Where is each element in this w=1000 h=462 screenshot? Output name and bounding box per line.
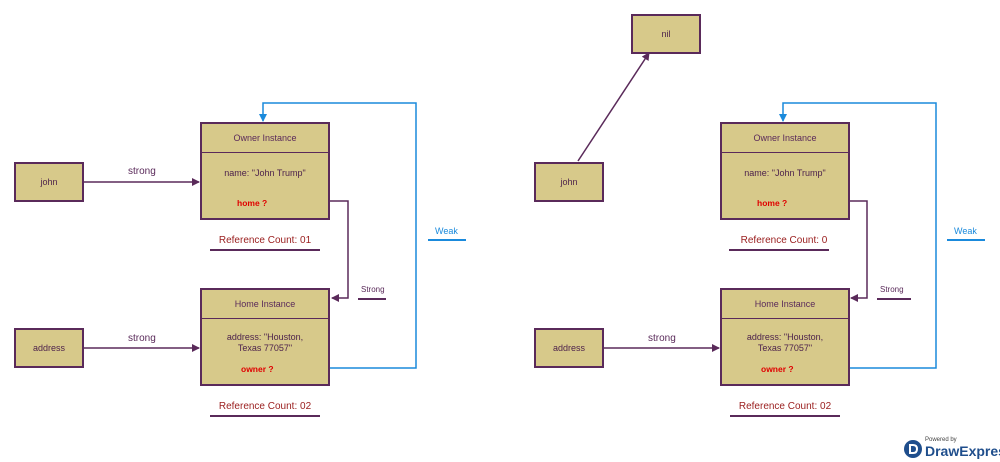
left-owner-home-property: home ?	[237, 198, 268, 208]
left-owner-refcount: Reference Count: 01	[218, 235, 312, 246]
left-owner-instance-box: Owner Instance name: "John Trump" home ?	[200, 122, 330, 220]
right-john-box: john	[534, 162, 604, 202]
right-home-refcount: Reference Count: 02	[738, 401, 832, 412]
left-home-refcount-underline	[210, 415, 320, 417]
left-home-instance-title: Home Instance	[202, 290, 328, 319]
left-home-refcount: Reference Count: 02	[218, 401, 312, 412]
left-home-address-text: address: "Houston, Texas 77057"	[226, 332, 304, 353]
left-weak-underline	[428, 239, 466, 241]
right-home-owner-property: owner ?	[761, 364, 794, 374]
right-strong-side-underline	[877, 298, 911, 300]
left-owner-weak-arrow	[259, 102, 417, 369]
left-weak-label: Weak	[435, 226, 458, 236]
right-home-instance-title: Home Instance	[722, 290, 848, 319]
drawexpress-badge: Powered by DrawExpress	[903, 437, 1000, 461]
left-owner-instance-title: Owner Instance	[202, 124, 328, 153]
right-john-label: john	[560, 177, 578, 187]
drawexpress-logo-icon	[904, 440, 922, 458]
brand-text: DrawExpress	[925, 443, 1000, 459]
left-address-box: address	[14, 328, 84, 368]
right-john-nil-arrow	[577, 52, 650, 162]
right-address-box: address	[534, 328, 604, 368]
left-strong-side-label: Strong	[361, 285, 385, 294]
right-nil-label: nil	[661, 29, 671, 39]
left-strong-top-label: strong	[128, 166, 156, 177]
right-strong-bottom-label: strong	[648, 333, 676, 344]
right-address-label: address	[552, 343, 586, 353]
left-john-box: john	[14, 162, 84, 202]
right-owner-instance-title: Owner Instance	[722, 124, 848, 153]
right-owner-home-property: home ?	[757, 198, 788, 208]
right-owner-instance-box: Owner Instance name: "John Trump" home ?	[720, 122, 850, 220]
right-owner-refcount-underline	[729, 249, 829, 251]
left-address-label: address	[32, 343, 66, 353]
right-strong-side-label: Strong	[880, 285, 904, 294]
powered-by-text: Powered by	[925, 437, 957, 443]
left-owner-name-text: name: "John Trump"	[224, 168, 306, 178]
right-home-instance-box: Home Instance address: "Houston, Texas 7…	[720, 288, 850, 386]
right-home-address-text: address: "Houston, Texas 77057"	[746, 332, 824, 353]
left-john-label: john	[40, 177, 58, 187]
left-owner-refcount-underline	[210, 249, 320, 251]
right-nil-box: nil	[631, 14, 701, 54]
left-strong-side-underline	[358, 298, 386, 300]
right-owner-refcount: Reference Count: 0	[740, 235, 828, 246]
left-strong-bottom-label: strong	[128, 333, 156, 344]
right-weak-label: Weak	[954, 226, 977, 236]
left-home-owner-property: owner ?	[241, 364, 274, 374]
left-home-instance-box: Home Instance address: "Houston, Texas 7…	[200, 288, 330, 386]
right-owner-weak-arrow	[779, 102, 937, 369]
right-home-refcount-underline	[730, 415, 840, 417]
right-weak-underline	[947, 239, 985, 241]
right-owner-name-text: name: "John Trump"	[744, 168, 826, 178]
